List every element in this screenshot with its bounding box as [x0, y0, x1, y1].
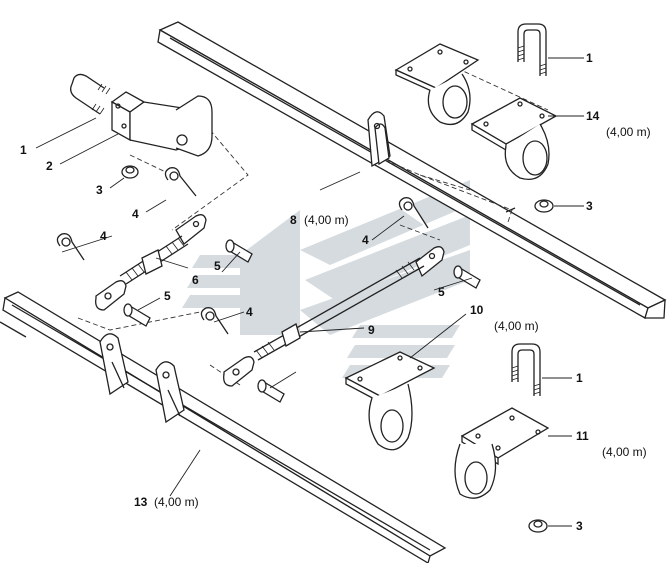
leader-lines — [35, 57, 584, 527]
label-part-14-length: (4,00 m) — [606, 125, 651, 139]
clamp-plate-14 — [470, 97, 558, 181]
label-part-3-top: 3 — [586, 199, 593, 213]
callout-labels: 1 14 (4,00 m) 3 1 2 3 4 4 6 5 5 8 (4,00 … — [20, 51, 651, 533]
assembly-dashed-lines — [77, 64, 549, 386]
label-part-6: 6 — [192, 273, 199, 287]
lynch-pin-4a — [164, 167, 197, 197]
label-part-11: 11 — [576, 429, 589, 443]
u-bolt-left — [70, 73, 111, 115]
label-part-8: 8 — [290, 213, 297, 227]
label-part-11-length: (4,00 m) — [602, 445, 647, 459]
turnbuckle-9 — [223, 246, 445, 387]
clevis-pin-5d — [257, 379, 285, 403]
mounting-bracket-2 — [110, 91, 213, 157]
label-part-5-a: 5 — [214, 259, 221, 273]
label-part-1-left: 1 — [20, 143, 27, 157]
label-part-1-top: 1 — [586, 51, 593, 65]
label-part-4-a: 4 — [132, 207, 139, 221]
lynch-pin-4c — [398, 197, 429, 229]
u-bolt-top-right — [517, 23, 547, 76]
label-part-3-bottom: 3 — [576, 519, 583, 533]
label-part-5-b: 5 — [164, 289, 171, 303]
label-part-13-length: (4,00 m) — [154, 495, 199, 509]
lower-beam-lug-right — [155, 361, 185, 424]
label-part-8-length: (4,00 m) — [304, 213, 349, 227]
nut-bottom — [528, 519, 548, 533]
clevis-pin-5b — [123, 303, 151, 327]
label-part-10-length: (4,00 m) — [494, 319, 539, 333]
u-bolt-bottom — [511, 343, 541, 396]
nut-top-right — [534, 199, 554, 213]
clamp-plate-10 — [344, 351, 436, 451]
lynch-pin-4b — [56, 233, 85, 261]
upper-beam-lug — [367, 111, 391, 168]
clevis-pin-5c — [453, 265, 481, 289]
clamp-plate-11 — [454, 407, 550, 499]
label-part-4-d: 4 — [246, 305, 253, 319]
label-part-1-bottom: 1 — [576, 371, 583, 385]
lynch-pin-4d — [200, 307, 229, 335]
label-part-9: 9 — [368, 323, 375, 337]
label-part-2: 2 — [46, 159, 53, 173]
nut-left — [121, 165, 139, 179]
watermark-logo — [182, 180, 470, 378]
label-part-5-c: 5 — [438, 285, 445, 299]
upper-frame-beam — [157, 21, 667, 319]
label-part-10: 10 — [470, 303, 484, 317]
turnbuckle-6 — [95, 214, 207, 311]
label-part-13: 13 — [134, 495, 148, 509]
lower-beam-lug-left — [99, 333, 129, 396]
clamp-plate-upper — [394, 43, 480, 126]
label-part-14: 14 — [586, 109, 600, 123]
label-part-3-left: 3 — [96, 183, 103, 197]
label-part-4-b: 4 — [100, 229, 107, 243]
label-part-4-c: 4 — [362, 233, 369, 247]
